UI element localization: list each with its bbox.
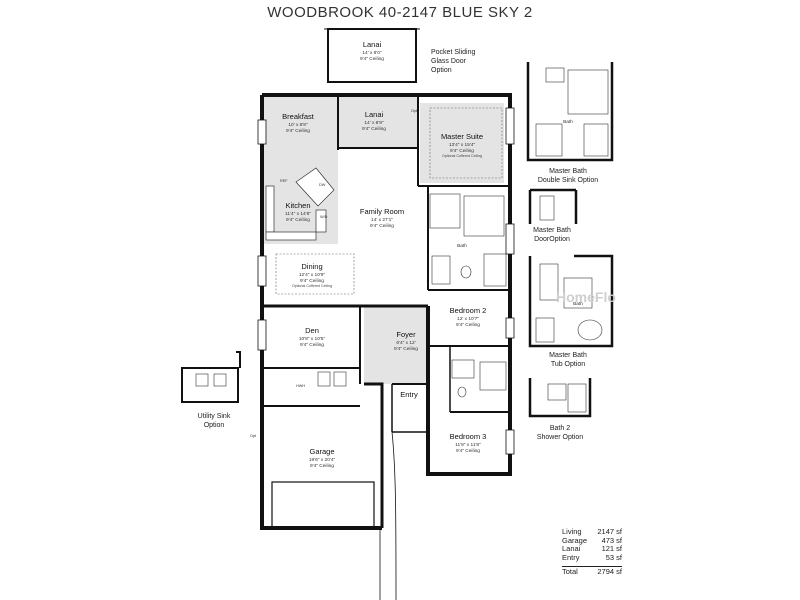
master-suite-ceiling: 9'4" Ceiling xyxy=(450,148,474,154)
door-option-line-2: DoorOption xyxy=(534,236,570,243)
bedroom2-name: Bedroom 2 xyxy=(450,306,487,315)
family-room-ceiling: 9'4" Ceiling xyxy=(370,223,394,229)
lanai-opt-ceiling: 9'4" Ceiling xyxy=(360,56,384,62)
garage-name: Garage xyxy=(309,447,334,456)
walls xyxy=(260,28,512,530)
opt-tag-1: Opt xyxy=(411,109,418,113)
den-ceiling: 9'4" Ceiling xyxy=(300,342,324,348)
windows xyxy=(257,107,515,455)
double-sink-line-1: Master Bath xyxy=(549,168,587,175)
dining-dims: 12'4" x 10'9" xyxy=(299,272,326,278)
garage-door xyxy=(271,431,397,600)
lanai-name: Lanai xyxy=(365,110,384,119)
utility-sink-option: Utility Sink Option xyxy=(181,351,241,429)
utility-sink-line-2: Option xyxy=(204,422,225,429)
dw-tag: DW xyxy=(319,183,326,187)
tub-option: Bath HomeFlo Master Bath Tub Option xyxy=(528,254,616,368)
master-suite-note: Optional Coffered Ceiling xyxy=(442,154,482,158)
tub-option-line-2: Tub Option xyxy=(551,361,585,368)
lanai-opt-dims: 14' x 8'0" xyxy=(362,50,382,56)
den-name: Den xyxy=(305,326,319,335)
family-room-dims: 14' x 27'1" xyxy=(371,217,393,223)
fixture-tags: Opt Opt REF DW W/D HWH xyxy=(250,109,418,438)
dining-note: Optional Coffered Ceiling xyxy=(292,284,332,288)
double-sink-option: Bath Master Bath Double Sink Option xyxy=(526,62,614,184)
master-suite-dims: 13'4" x 15'4" xyxy=(449,142,476,148)
room-labels: Lanai 14' x 8'0" 9'4" Ceiling Lanai 14' … xyxy=(282,40,486,469)
bedroom3-name: Bedroom 3 xyxy=(450,432,487,441)
wd-tag: W/D xyxy=(320,215,328,219)
bedroom2-ceiling: 9'4" Ceiling xyxy=(456,322,480,328)
kitchen-name: Kitchen xyxy=(285,201,310,210)
breakfast-dims: 10' x 8'8" xyxy=(288,122,308,128)
dining-name: Dining xyxy=(301,262,322,271)
watermark: HomeFlo xyxy=(556,289,616,305)
garage-ceiling: 9'4" Ceiling xyxy=(310,463,334,469)
shower-option-line-1: Bath 2 xyxy=(550,425,570,432)
entry-name: Entry xyxy=(400,390,418,399)
master-bath-label: Bath xyxy=(457,243,467,249)
dining-ceiling: 9'4" Ceiling xyxy=(300,278,324,284)
optional-areas xyxy=(275,107,503,295)
bedroom3-ceiling: 9'4" Ceiling xyxy=(456,448,480,454)
den-dims: 10'8" x 10'5" xyxy=(299,336,326,342)
breakfast-name: Breakfast xyxy=(282,112,315,121)
door-option: Master Bath DoorOption xyxy=(528,188,578,243)
bath-fixtures xyxy=(317,193,507,398)
pocket-line-3: Option xyxy=(431,67,452,74)
double-sink-line-2: Double Sink Option xyxy=(538,177,598,184)
lanai-dims: 14' x 8'9" xyxy=(364,120,384,126)
master-suite-name: Master Suite xyxy=(441,132,483,141)
bedroom3-dims: 11'8" x 11'8" xyxy=(455,442,481,448)
pocket-sliding-note: Pocket Sliding Glass Door Option xyxy=(431,49,475,74)
bedroom2-dims: 12' x 10'7" xyxy=(457,316,479,322)
hwh-tag: HWH xyxy=(296,384,305,388)
family-room-name: Family Room xyxy=(360,207,404,216)
lanai-ceiling: 9'4" Ceiling xyxy=(362,126,386,132)
foyer-name: Foyer xyxy=(396,330,416,339)
lanai-opt-name: Lanai xyxy=(363,40,382,49)
tub-bath-label: Bath xyxy=(573,301,583,307)
garage-dims: 19'6" x 20'4" xyxy=(309,457,336,463)
double-sink-bath-label: Bath xyxy=(563,119,573,125)
shower-option-line-2: Shower Option xyxy=(537,434,583,441)
kitchen-ceiling: 9'4" Ceiling xyxy=(286,217,310,223)
plan-title: WOODBROOK 40-2147 BLUE SKY 2 xyxy=(267,4,533,21)
pocket-line-2: Glass Door xyxy=(431,58,467,65)
opt-tag-2: Opt xyxy=(250,434,257,438)
foyer-dims: 6'4" x 12' xyxy=(396,340,415,346)
shower-option: Bath 2 Shower Option xyxy=(528,378,592,441)
pocket-line-1: Pocket Sliding xyxy=(431,49,475,56)
tub-option-line-1: Master Bath xyxy=(549,352,587,359)
breakfast-ceiling: 9'4" Ceiling xyxy=(286,128,310,134)
utility-sink-line-1: Utility Sink xyxy=(198,413,231,420)
foyer-ceiling: 9'4" Ceiling xyxy=(394,346,418,352)
door-option-line-1: Master Bath xyxy=(533,227,571,234)
kitchen-dims: 11'4" x 14'8" xyxy=(285,211,311,217)
ref-tag: REF xyxy=(280,179,288,183)
kitchen-counters xyxy=(265,167,335,241)
